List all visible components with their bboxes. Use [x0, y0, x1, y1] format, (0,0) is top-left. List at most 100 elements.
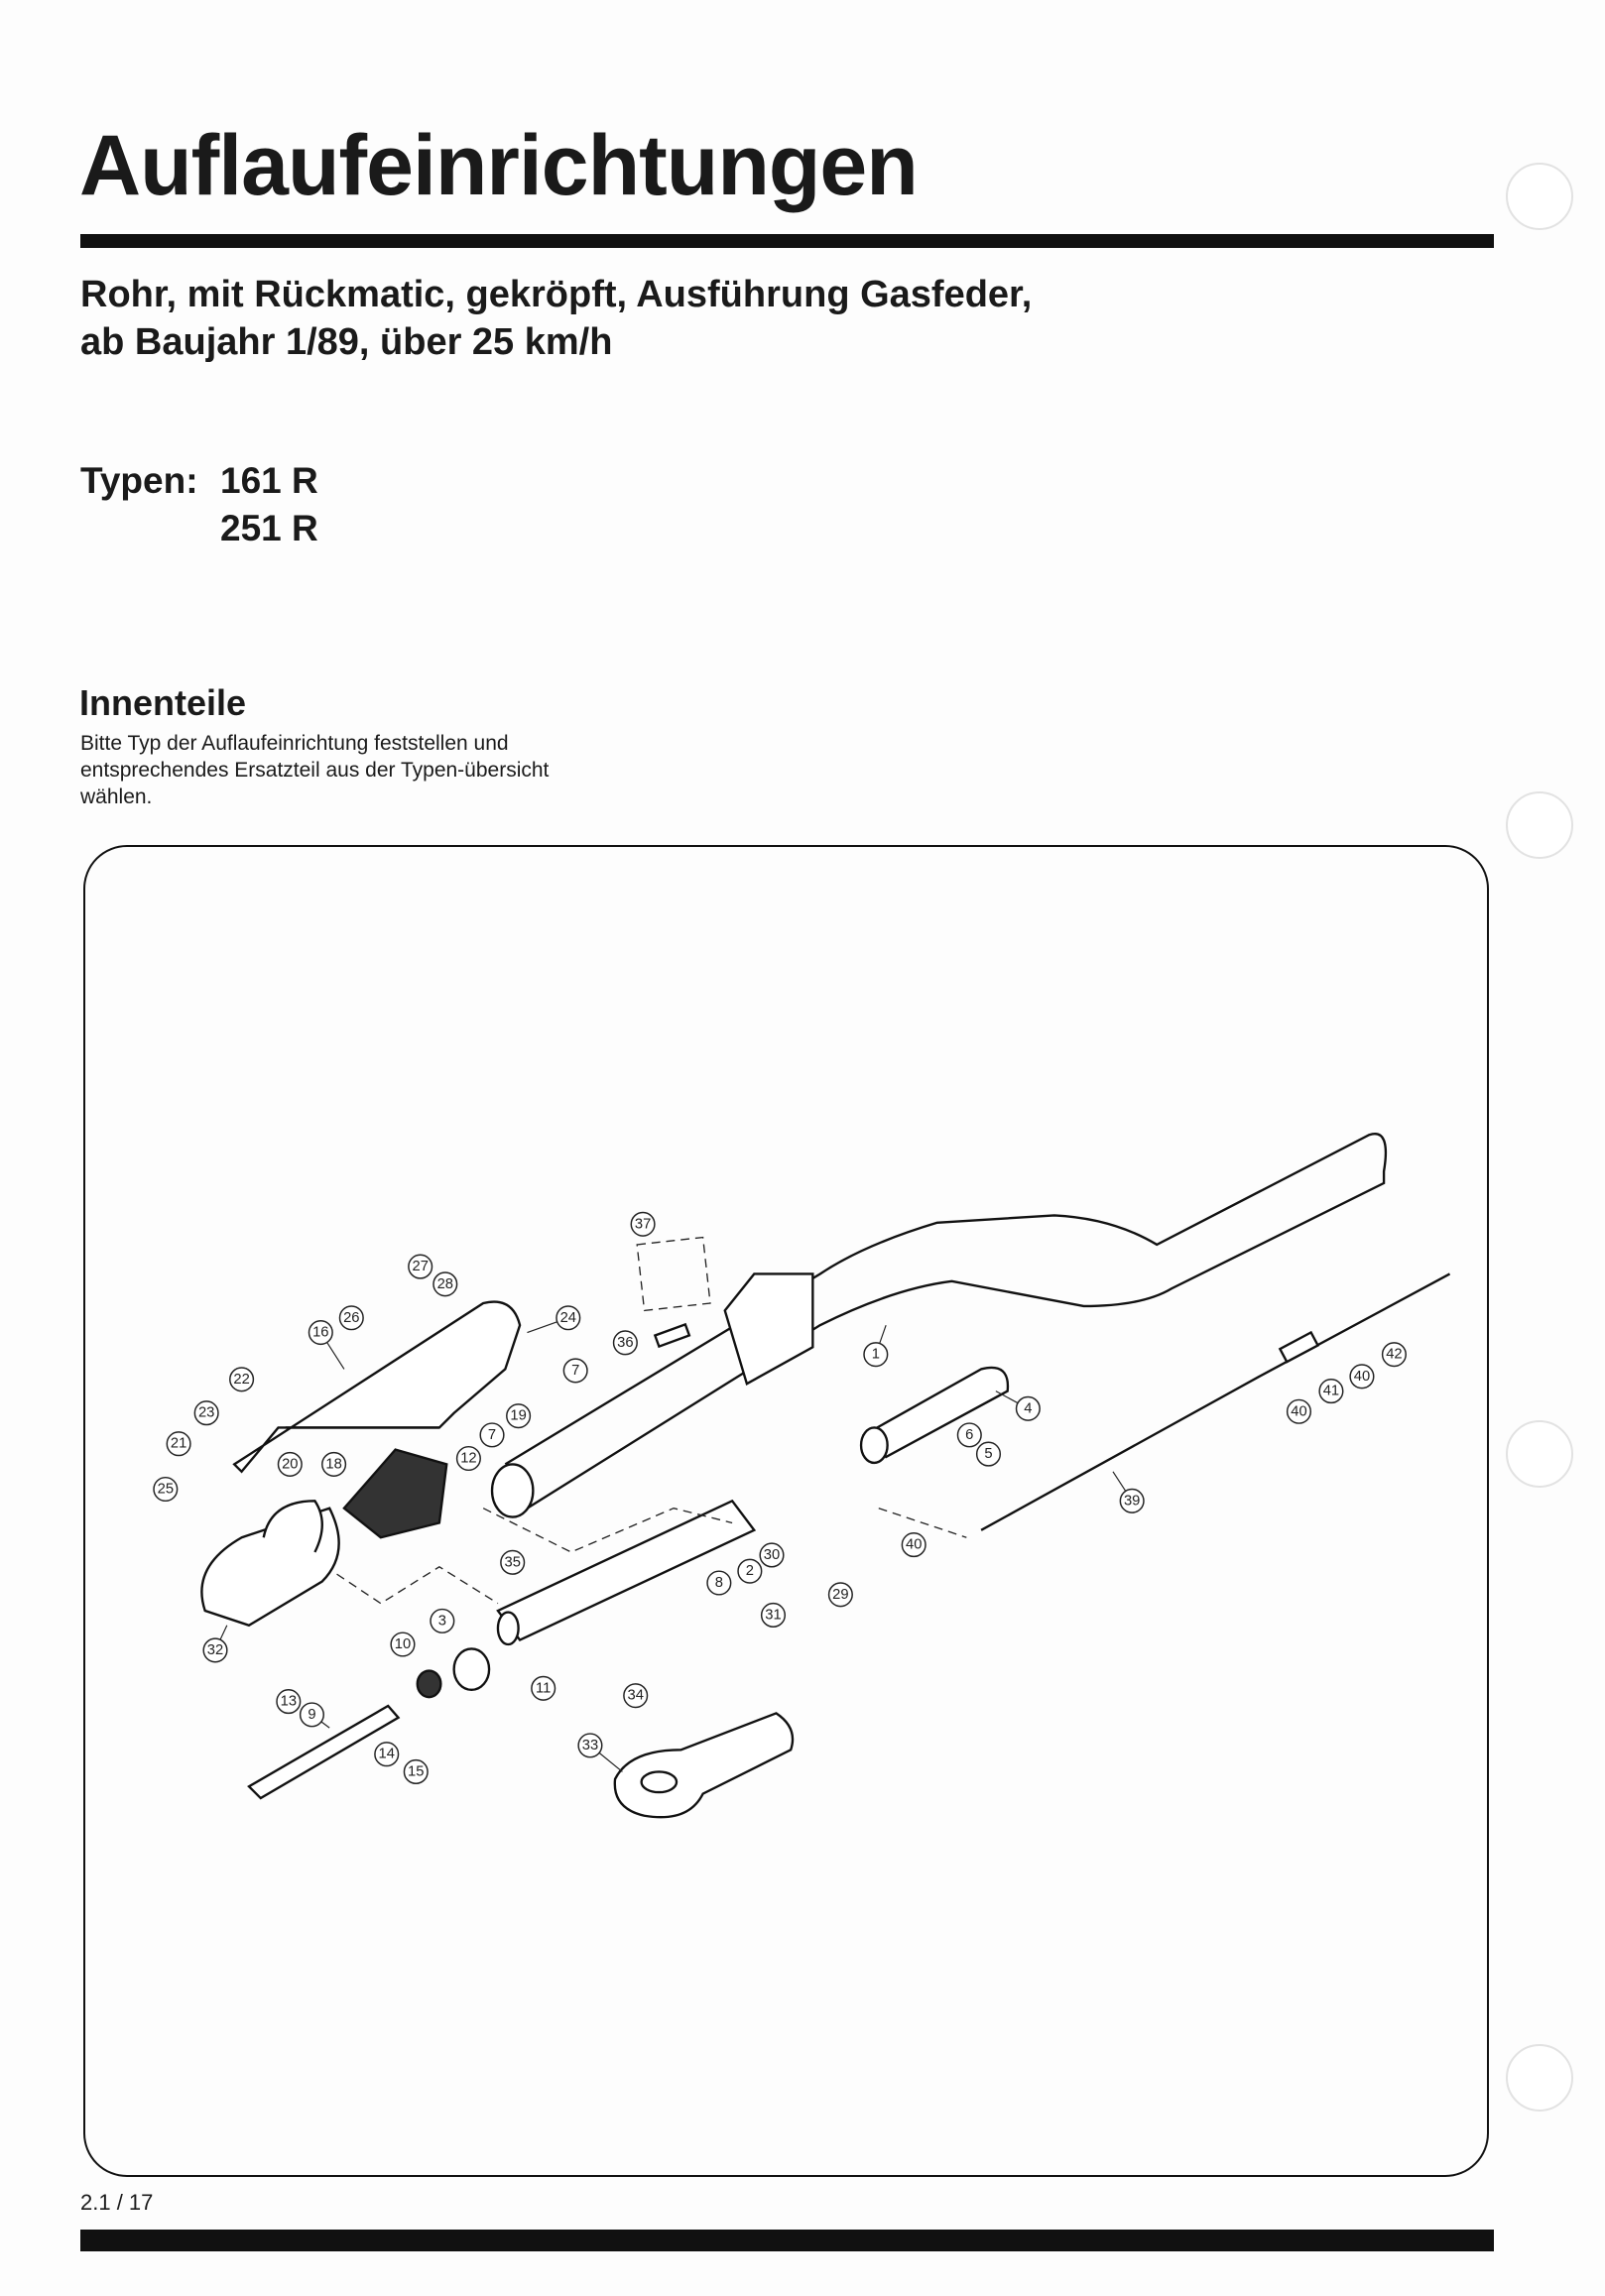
callout: 7: [562, 1358, 588, 1384]
svg-text:24: 24: [560, 1310, 576, 1326]
types-label: Typen:: [80, 460, 198, 501]
svg-text:25: 25: [158, 1482, 174, 1498]
callout: 13: [276, 1689, 302, 1715]
svg-text:28: 28: [437, 1276, 453, 1292]
callout: 10: [390, 1631, 416, 1657]
subtitle-line-1: Rohr, mit Rückmatic, gekröpft, Ausführun…: [80, 274, 1033, 315]
svg-text:6: 6: [965, 1427, 973, 1443]
gas-spring: [247, 1704, 401, 1800]
callout: 40: [1286, 1398, 1312, 1424]
type-item: 161 R: [220, 460, 318, 501]
svg-text:23: 23: [198, 1405, 214, 1421]
callout: 28: [432, 1271, 458, 1297]
svg-text:4: 4: [1024, 1400, 1032, 1416]
svg-text:40: 40: [1354, 1369, 1370, 1385]
callout: 27: [408, 1254, 433, 1279]
svg-text:40: 40: [1291, 1403, 1306, 1419]
svg-text:5: 5: [984, 1446, 992, 1462]
svg-text:41: 41: [1323, 1384, 1339, 1399]
callout: 2: [737, 1558, 763, 1584]
callout: 8: [706, 1570, 732, 1596]
callout: 33: [577, 1733, 603, 1758]
svg-text:10: 10: [395, 1636, 411, 1652]
callout: 40: [1349, 1364, 1375, 1390]
callout: 16: [308, 1319, 333, 1346]
svg-text:12: 12: [460, 1450, 476, 1466]
callout: 24: [556, 1305, 581, 1331]
svg-text:30: 30: [764, 1547, 780, 1563]
drawbar-tube: [504, 1133, 1388, 1510]
section-instructions: Bitte Typ der Auflaufeinrichtung festste…: [80, 732, 550, 808]
callout: 39: [1119, 1488, 1145, 1513]
svg-text:40: 40: [906, 1537, 922, 1553]
footer-rule: [80, 2230, 1494, 2251]
page-title: Auflaufeinrichtungen: [79, 118, 919, 213]
callout: 9: [299, 1702, 324, 1728]
svg-text:13: 13: [281, 1694, 297, 1710]
callout: 32: [202, 1637, 228, 1663]
svg-text:16: 16: [312, 1325, 328, 1341]
svg-text:7: 7: [488, 1427, 496, 1443]
punch-hole: [1506, 2044, 1573, 2112]
type-item: 251 R: [220, 508, 318, 548]
svg-text:2: 2: [746, 1563, 754, 1579]
svg-text:3: 3: [438, 1613, 446, 1629]
callout: 1: [863, 1342, 889, 1368]
callout: 35: [500, 1549, 526, 1575]
svg-text:21: 21: [171, 1436, 186, 1452]
svg-text:31: 31: [765, 1607, 781, 1623]
callout: 12: [455, 1445, 481, 1472]
callout: 22: [229, 1367, 255, 1392]
brake-cable: [980, 1272, 1451, 1531]
svg-text:37: 37: [635, 1216, 651, 1232]
subtitle-line-2: ab Baujahr 1/89, über 25 km/h: [80, 321, 613, 363]
callout: 40: [901, 1532, 926, 1558]
diagram-frame: [83, 845, 1489, 2177]
callout: 31: [760, 1602, 787, 1629]
svg-text:20: 20: [282, 1456, 298, 1472]
svg-text:11: 11: [536, 1680, 551, 1696]
svg-text:1: 1: [872, 1347, 880, 1363]
callout: 18: [321, 1451, 347, 1477]
svg-text:22: 22: [233, 1372, 249, 1388]
svg-text:26: 26: [343, 1310, 359, 1326]
svg-text:34: 34: [627, 1688, 643, 1704]
callout: 5: [975, 1441, 1002, 1467]
punch-hole: [1506, 163, 1573, 230]
callout: 14: [374, 1742, 400, 1767]
punch-hole: [1506, 1420, 1573, 1488]
svg-text:7: 7: [571, 1363, 579, 1379]
callout: 34: [623, 1683, 649, 1709]
callout: 41: [1318, 1379, 1344, 1404]
callout: 20: [277, 1451, 303, 1477]
punch-hole: [1506, 791, 1573, 859]
callout: 4: [1015, 1395, 1041, 1421]
callout: 6: [956, 1422, 982, 1448]
svg-text:8: 8: [715, 1575, 723, 1591]
svg-text:33: 33: [582, 1738, 598, 1753]
svg-text:15: 15: [408, 1763, 424, 1779]
mounting-bracket: [723, 1272, 814, 1386]
callout: 29: [827, 1582, 853, 1608]
callout: 3: [430, 1608, 455, 1633]
callout: 26: [338, 1305, 364, 1331]
callout: 30: [759, 1542, 785, 1568]
callout: 21: [166, 1431, 191, 1457]
svg-text:29: 29: [832, 1587, 848, 1603]
callout: 7: [479, 1422, 505, 1448]
callout: 25: [153, 1476, 179, 1503]
bellows: [342, 1448, 448, 1539]
svg-text:39: 39: [1124, 1493, 1140, 1509]
svg-text:18: 18: [325, 1456, 341, 1472]
title-rule: [80, 234, 1494, 248]
callout: 11: [531, 1675, 556, 1701]
svg-text:19: 19: [510, 1408, 526, 1424]
callout: 36: [612, 1330, 638, 1356]
callout: 42: [1381, 1342, 1407, 1368]
svg-text:14: 14: [379, 1747, 395, 1762]
svg-text:35: 35: [504, 1554, 520, 1570]
section-heading: Innenteile: [79, 682, 247, 723]
damper-sleeve: [862, 1366, 1010, 1459]
